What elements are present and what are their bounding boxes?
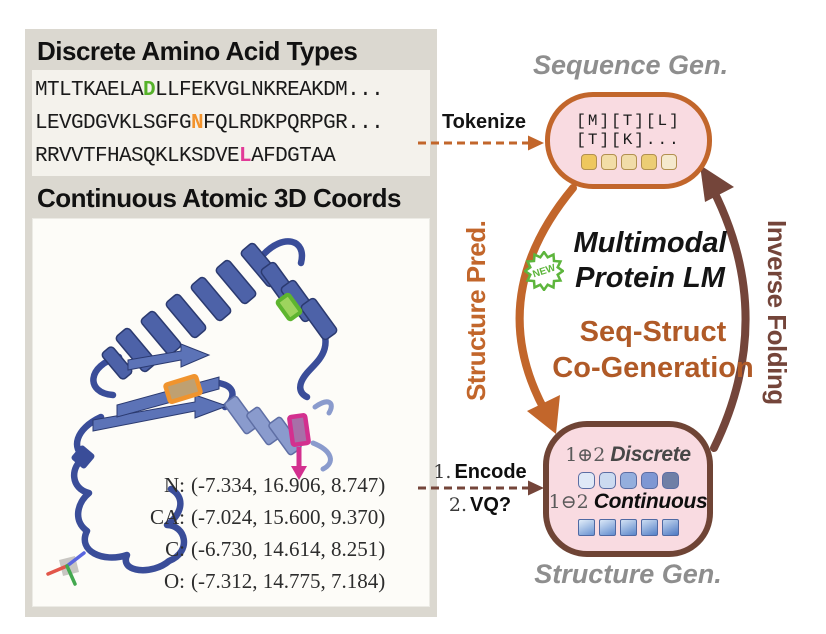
co-generation-label: Seq-Struct Co-Generation: [523, 314, 783, 386]
step-word: VQ?: [470, 494, 512, 516]
encode-step-label: 1.Encode: [421, 461, 539, 484]
continuous-prefix: 1⊖2: [548, 490, 589, 513]
axis-gizmo-icon: [46, 551, 86, 586]
tokenize-label: Tokenize: [441, 111, 527, 133]
token-square: [619, 518, 637, 536]
data-modality-panel: Discrete Amino Acid Types MTLTKAELADLLFE…: [25, 29, 437, 617]
seq-token-squares: [580, 153, 677, 170]
model-title-line: Protein LM: [575, 262, 725, 294]
highlighted-residue: L: [239, 145, 252, 168]
atom-xyz: (-6.730, 14.614, 8.251): [191, 537, 386, 561]
sequence-line: RRVVTFHASQKLKSDVELAFDGTAA: [35, 140, 427, 173]
discrete-prefix: 1⊕2: [565, 443, 606, 466]
sequence-text: LLFEKVGLNKREAKDM...: [155, 79, 384, 102]
token-square: [619, 471, 637, 489]
token-square: [640, 518, 658, 536]
atom-xyz: (-7.312, 14.775, 7.184): [191, 569, 386, 593]
atom-coordinates: N:(-7.334, 16.906, 8.747) CA:(-7.024, 15…: [133, 469, 385, 597]
sequence-panel-title: Discrete Amino Acid Types: [37, 36, 358, 66]
discrete-word: Discrete: [610, 442, 691, 466]
green-residue-highlight: [275, 292, 303, 322]
vq-step-label: 2.VQ?: [421, 494, 539, 517]
highlighted-residue: N: [191, 112, 204, 135]
continuous-token-squares: [577, 518, 679, 536]
structure-pred-label: Structure Pred.: [461, 220, 491, 402]
atom-label: O:: [164, 569, 185, 593]
token-square: [577, 471, 595, 489]
token-square: [661, 471, 679, 489]
inverse-folding-label: Inverse Folding: [762, 219, 792, 405]
inverse-folding-arc: [700, 165, 750, 452]
token-square: [580, 153, 597, 170]
continuous-row: 1⊖2 Continuous: [549, 490, 708, 514]
step-number: 1.: [433, 461, 452, 483]
coord-row: N:(-7.334, 16.906, 8.747): [133, 469, 385, 501]
protein-ribbon-drawing: [71, 238, 338, 574]
orange-residue-highlight: [163, 373, 203, 405]
co-generation-line: Seq-Struct: [579, 316, 727, 348]
cycle-arrows: [418, 135, 750, 496]
co-generation-line: Co-Generation: [552, 352, 754, 384]
sequence-line: LEVGDGVKLSGFGNFQLRDKPQRPGR...: [35, 107, 427, 140]
sequence-gen-label: Sequence Gen.: [533, 50, 729, 80]
structure-pred-arc: [515, 184, 577, 434]
continuous-word: Continuous: [593, 489, 708, 513]
magenta-residue-highlight: [287, 413, 311, 447]
step-word: Encode: [454, 461, 527, 483]
token-square: [598, 471, 616, 489]
discrete-row: 1⊕2 Discrete: [565, 443, 691, 467]
token-square: [640, 471, 658, 489]
sequence-line: MTLTKAELADLLFEKVGLNKREAKDM...: [35, 74, 427, 107]
starburst-icon: [522, 249, 566, 293]
structure-tokens-pill: 1⊕2 Discrete 1⊖2 Continuous: [543, 421, 713, 557]
model-title: Multimodal Protein LM: [540, 226, 760, 296]
step-number: 2.: [448, 494, 467, 516]
seq-token-text: [M][T][L]: [576, 111, 681, 130]
token-square: [661, 518, 679, 536]
discrete-token-squares: [577, 471, 679, 489]
encode-arrow: [418, 480, 544, 496]
tokenize-arrow: [418, 135, 544, 151]
seq-token-text: [T][K]...: [576, 130, 681, 149]
coord-row: C:(-6.730, 14.614, 8.251): [133, 533, 385, 565]
token-square: [640, 153, 657, 170]
coord-row: CA:(-7.024, 15.600, 9.370): [133, 501, 385, 533]
model-title-line: Multimodal: [573, 227, 727, 259]
atom-xyz: (-7.024, 15.600, 9.370): [191, 505, 386, 529]
token-square: [598, 518, 616, 536]
sequence-text: LEVGDGVKLSGFG: [35, 112, 192, 135]
amino-acid-sequence-box: MTLTKAELADLLFEKVGLNKREAKDM... LEVGDGVKLS…: [32, 70, 430, 176]
sequence-text: FQLRDKPQRPGR...: [203, 112, 384, 135]
highlighted-residue: D: [143, 79, 156, 102]
atom-label: N:: [164, 473, 185, 497]
sequence-tokens-pill: [M][T][L] [T][K]...: [545, 92, 712, 189]
token-square: [577, 518, 595, 536]
atom-label: C:: [165, 537, 185, 561]
structure-gen-label: Structure Gen.: [534, 559, 722, 589]
sequence-text: RRVVTFHASQKLKSDVE: [35, 145, 240, 168]
coord-row: O:(-7.312, 14.775, 7.184): [133, 565, 385, 597]
coords-panel-title: Continuous Atomic 3D Coords: [37, 183, 401, 213]
atom-label: CA:: [149, 505, 185, 529]
token-square: [600, 153, 617, 170]
token-square: [660, 153, 677, 170]
atom-xyz: (-7.334, 16.906, 8.747): [191, 473, 386, 497]
new-badge: NEW: [522, 249, 566, 293]
protein-structure-box: N:(-7.334, 16.906, 8.747) CA:(-7.024, 15…: [32, 218, 430, 607]
sequence-text: MTLTKAELA: [35, 79, 144, 102]
token-square: [620, 153, 637, 170]
magenta-pointer-arrow: [291, 447, 307, 480]
sequence-text: AFDGTAA: [251, 145, 336, 168]
